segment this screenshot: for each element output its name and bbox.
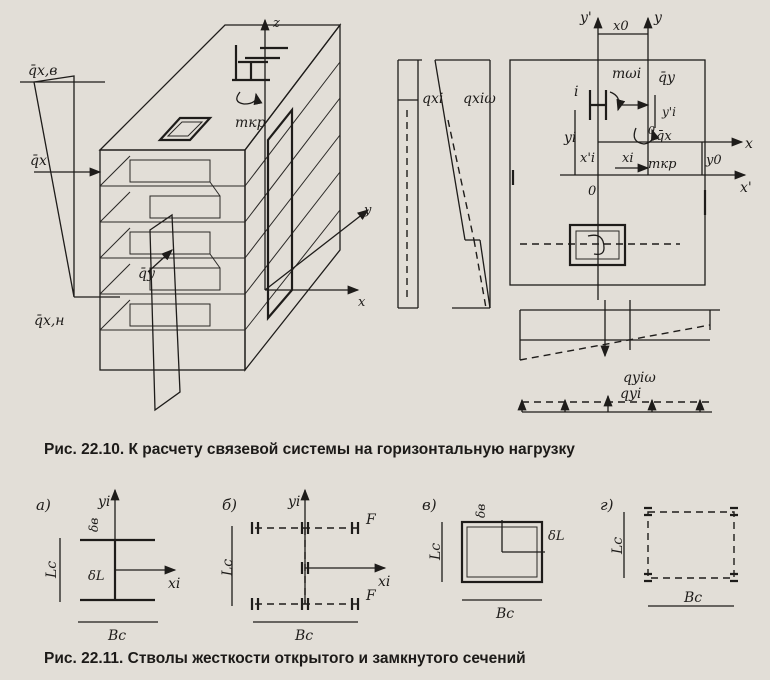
qxi-diagrams: qxi qxiω [397, 59, 496, 309]
label-o: 0 [648, 124, 655, 137]
label-yi-prime: y'i [661, 105, 676, 119]
building-side-face [244, 23, 341, 372]
label-a-xi: xi [168, 576, 180, 592]
label-i: i [574, 84, 578, 100]
label-b-yi: yi [287, 494, 300, 510]
section-v-box: в) δв δL Lc Bc [422, 496, 564, 622]
label-m-omega-i: mωi [612, 66, 641, 82]
label-y-prime: y' [579, 10, 592, 26]
shear-wall [266, 106, 294, 321]
torque-circle [633, 127, 660, 145]
building-isometric: mкр z y x q̄y [98, 16, 372, 412]
y-axis [264, 209, 370, 291]
label-x0: x0 [613, 19, 629, 34]
building-top-face [98, 24, 342, 151]
label-plan-x: x [745, 136, 753, 152]
building-front-face [99, 149, 246, 371]
label-b-lc: Lc [220, 559, 236, 577]
label-a-bc: Bc [107, 628, 126, 644]
label-qyi-omega: qyiω [623, 370, 656, 386]
i-beam-top [232, 45, 288, 82]
label-plan-qy: q̄y [658, 70, 676, 86]
label-qxn: q̄x,н [34, 313, 65, 329]
bar-markers [250, 522, 360, 610]
label-b-f-top: F [365, 512, 377, 528]
label-y0: y0 [705, 153, 722, 168]
label-v-delta-b: δв [474, 504, 488, 518]
label-plan-y: y [653, 10, 663, 26]
section-g-dashed: г) Lc Bc [600, 496, 738, 607]
label-qxi: qxi [422, 91, 443, 107]
label-b-bc: Bc [294, 628, 313, 644]
plan-view: y' y x0 i mωi q̄y y'i q̄x x x' yi x'i xi… [509, 10, 753, 413]
torque-arrow [236, 91, 263, 106]
inner-core-boxes [129, 159, 221, 327]
label-y: y [363, 203, 372, 218]
label-a-delta-l: δL [88, 569, 104, 584]
label-qxb: q̄x,в [28, 63, 57, 79]
tag-v: в) [422, 496, 437, 514]
dashed-box [647, 511, 735, 579]
label-x-3d: x [358, 295, 366, 310]
label-a-yi: yi [97, 494, 110, 510]
qy-load-plane [149, 213, 181, 412]
caption-fig-22-10: Рис. 22.10. К расчету связевой системы н… [44, 441, 575, 458]
element-i-beam [588, 90, 608, 120]
m-omega-arrow [609, 91, 626, 112]
label-v-delta-l: δL [548, 529, 564, 544]
label-z: z [272, 16, 280, 31]
label-a-lc: Lc [44, 561, 60, 579]
label-g-lc: Lc [610, 537, 626, 555]
label-mkr-3d: mкр [235, 115, 266, 131]
label-plan-mkr: mкр [648, 157, 677, 172]
label-v-lc: Lc [428, 543, 444, 561]
plan-core [568, 223, 627, 267]
tag-g: г) [600, 496, 614, 514]
tag-a: а) [36, 496, 51, 514]
label-xi: xi [622, 151, 634, 166]
tag-b: б) [222, 496, 237, 514]
label-b-f-bottom: F [365, 588, 377, 604]
label-qxi-omega: qxiω [463, 91, 496, 107]
label-x-prime: x' [740, 180, 752, 196]
label-b-xi: xi [378, 574, 390, 590]
label-plan-qx: q̄x [656, 129, 672, 144]
caption-fig-22-11: Рис. 22.11. Стволы жесткости открытого и… [44, 650, 526, 667]
label-g-bc: Bc [683, 590, 702, 606]
label-o-prime: 0' [588, 184, 600, 199]
load-trapezoid [33, 75, 75, 298]
label-a-delta-b: δв [87, 518, 101, 532]
label-yi: yi [563, 130, 576, 146]
plan-outline [509, 59, 706, 286]
section-b-bars: б) yi xi F F Lc Bc [220, 488, 390, 644]
qy-arrow [147, 249, 173, 273]
section-a-i-beam: а) yi xi δв δL Lc Bc [36, 488, 180, 644]
label-xi-prime: x'i [580, 151, 595, 166]
load-diagram-qx: q̄x,в q̄x q̄x,н [20, 63, 120, 329]
label-qy-3d: q̄y [138, 266, 156, 282]
label-qyi: qyi [620, 386, 641, 402]
label-v-bc: Bc [495, 606, 514, 622]
core-square-top [157, 116, 213, 142]
label-qx: q̄x [30, 153, 47, 169]
